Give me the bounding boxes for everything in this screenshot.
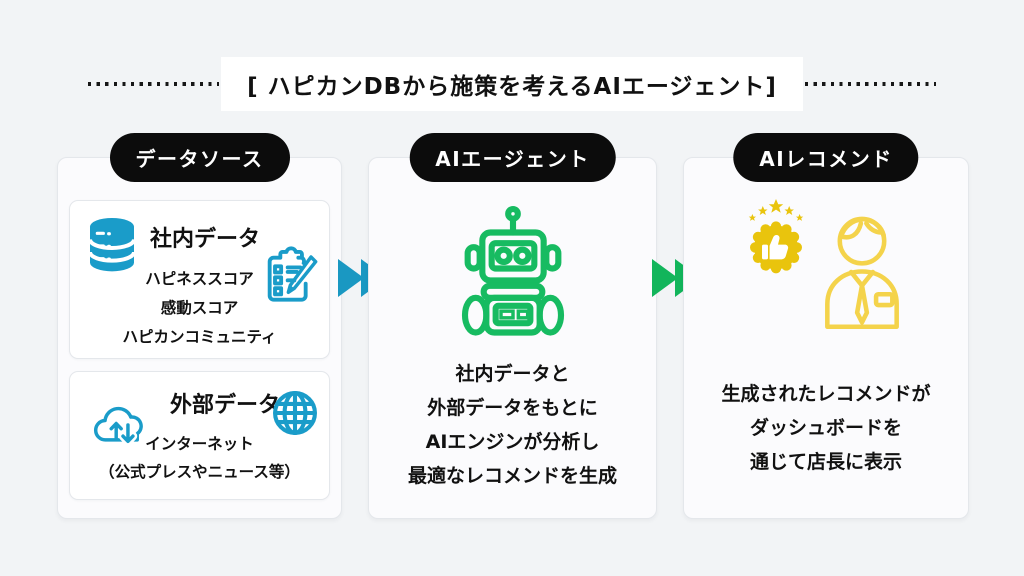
clipboard-checklist-icon [267, 246, 318, 302]
description-line: 社内データと [455, 363, 570, 385]
external-data-heading: 外部データ [170, 393, 281, 418]
robot-icon [461, 205, 564, 336]
internal-data-heading: 社内データ [150, 227, 261, 252]
cloud-sync-icon [93, 406, 143, 446]
ai-agent-description: 社内データと 外部データをもとに AIエンジンが分析し 最適なレコメンドを生成 [375, 357, 650, 493]
card-external-data: 外部データ インターネット （公式プレスやニュース等） [69, 371, 330, 500]
globe-icon [273, 391, 317, 435]
description-line: 通じて店長に表示 [749, 451, 902, 473]
list-item: ハピカンコミュニティ [122, 328, 277, 346]
dotted-line-left [88, 82, 220, 86]
list-item: 感動スコア [160, 299, 239, 317]
star-rating-icon [748, 199, 804, 221]
list-item: （公式プレスやニュース等） [99, 463, 300, 481]
badge-ai-recommend: AIレコメンド [733, 133, 919, 182]
thumbs-up-badge-icon [748, 199, 804, 274]
title-row: [ ハピカンDBから施策を考えるAIエージェント] [88, 57, 936, 111]
column-ai-recommend: AIレコメンド [683, 133, 969, 519]
card-internal-data: 社内データ ハピネススコア 感動スコア [69, 200, 330, 359]
description-line: 外部データをもとに [427, 397, 598, 419]
external-data-items: インターネット （公式プレスやニュース等） [78, 430, 321, 486]
column-data-source: データソース 社内データ [57, 133, 342, 519]
column-ai-agent: AIエージェント 社内データと [368, 133, 657, 519]
database-icon [88, 218, 136, 272]
list-item: インターネット [145, 435, 254, 453]
description-line: 生成されたレコメンドが [721, 383, 931, 405]
ai-recommend-description: 生成されたレコメンドが ダッシュボードを 通じて店長に表示 [690, 377, 962, 479]
dotted-line-right [804, 82, 936, 86]
description-line: 最適なレコメンドを生成 [407, 465, 617, 487]
page-title: [ ハピカンDBから施策を考えるAIエージェント] [221, 57, 803, 111]
list-item: ハピネススコア [145, 270, 254, 288]
badge-ai-agent: AIエージェント [409, 133, 616, 182]
badge-data-source: データソース [109, 133, 290, 182]
description-line: AIエンジンが分析し [425, 431, 600, 453]
description-line: ダッシュボードを [749, 417, 902, 439]
internal-data-items: ハピネススコア 感動スコア ハピカンコミュニティ [100, 265, 299, 352]
store-manager-icon [825, 216, 899, 329]
